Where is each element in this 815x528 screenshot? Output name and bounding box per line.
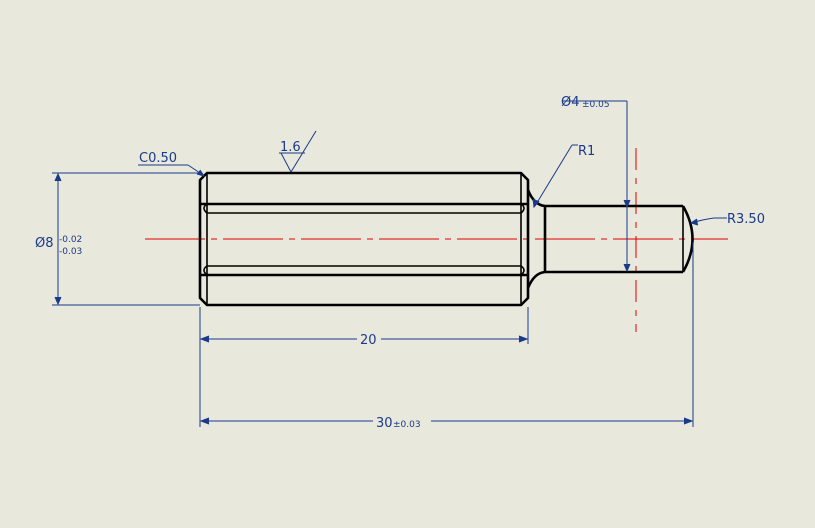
arrow-pin-bottom	[623, 263, 631, 273]
main-diameter-symbol: Ø8	[35, 236, 54, 251]
arrow-r1	[532, 198, 540, 209]
arrow-r350	[689, 218, 699, 226]
arrow-diameter-bottom	[54, 296, 62, 306]
total-length-value: 30	[376, 416, 393, 431]
dimension-texts: C0.50 1.6 R1 R3.50 Ø8 -0.02 -0.03 Ø4 ±0.…	[35, 95, 765, 431]
main-diameter-lower-tol: -0.03	[59, 247, 82, 257]
body-length-label: 20	[360, 333, 377, 348]
arrow-diameter-top	[54, 172, 62, 182]
fillet-bottom	[526, 270, 546, 289]
pin-diameter-tol: ±0.05	[582, 100, 610, 110]
pin-tip-radius	[681, 205, 694, 273]
center-lines	[145, 148, 728, 332]
main-diameter-upper-tol: -0.02	[59, 235, 82, 245]
band-arc-right-top	[520, 203, 525, 214]
band-arc-left-top	[203, 203, 208, 214]
total-length-text-bg	[373, 413, 431, 429]
r350-label: R3.50	[727, 212, 765, 227]
dimension-lines	[52, 100, 727, 427]
arrow-chamfer	[196, 169, 206, 177]
roughness-check	[280, 130, 317, 174]
pin-diameter-symbol: Ø4	[561, 95, 580, 110]
arrow-pin-top	[623, 199, 631, 209]
leader-r1-d	[534, 144, 573, 207]
roughness-label: 1.6	[280, 140, 301, 155]
arrow-30-right	[683, 417, 694, 425]
body-length-text-bg	[357, 331, 381, 347]
arrow-30-left	[199, 417, 210, 425]
chamfer-label: C0.50	[139, 151, 177, 166]
total-length-tol: ±0.03	[393, 420, 421, 430]
r1-label: R1	[578, 144, 595, 159]
band-arc-left-bottom	[203, 265, 208, 276]
band-arc-right-bottom	[520, 265, 525, 276]
arrow-20-right	[518, 335, 529, 343]
arrow-20-left	[199, 335, 210, 343]
